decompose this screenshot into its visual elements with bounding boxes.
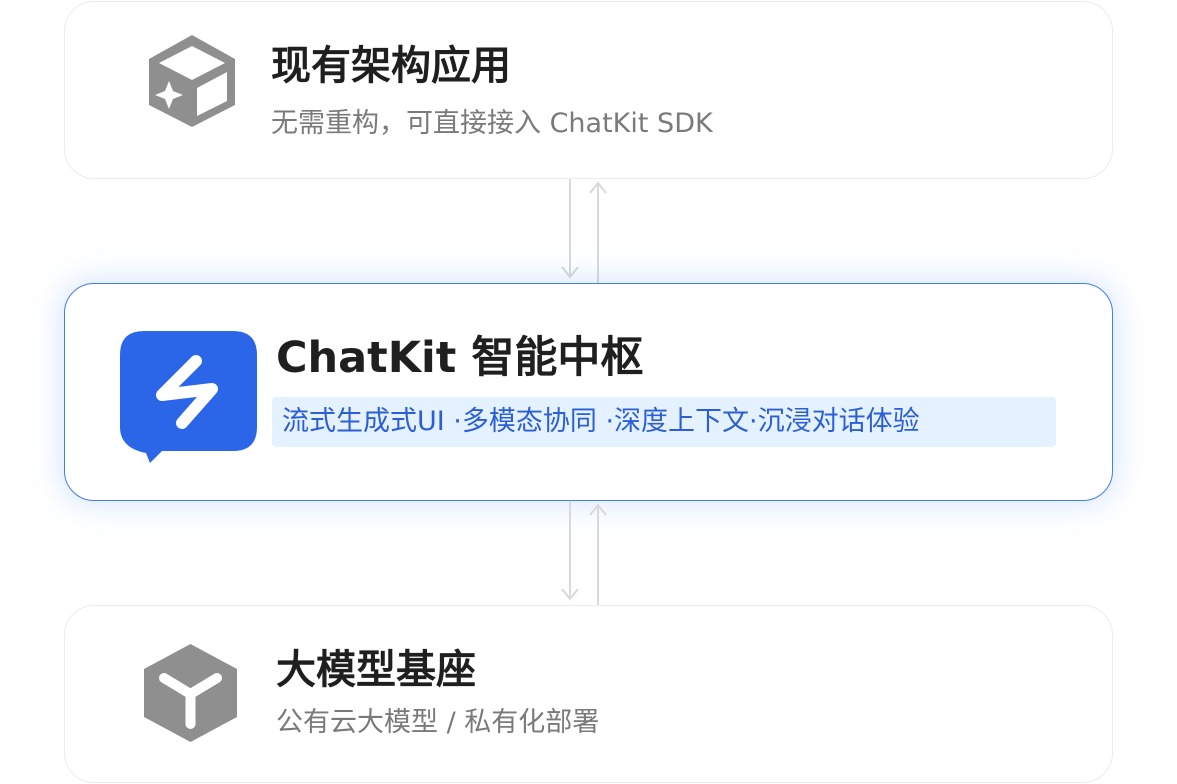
chatkit-hub-card: ChatKit 智能中枢 流式生成式UI ·多模态协同 ·深度上下文·沉浸对话体…	[64, 283, 1113, 501]
card-title: 现有架构应用	[271, 43, 511, 89]
card-title: ChatKit 智能中枢	[276, 333, 644, 383]
cube-y-icon	[144, 644, 237, 742]
chatkit-logo-icon	[120, 331, 257, 463]
bidirectional-arrows-icon	[561, 179, 607, 283]
feature-tagline-bar: 流式生成式UI ·多模态协同 ·深度上下文·沉浸对话体验	[272, 397, 1056, 447]
card-title: 大模型基座	[276, 647, 476, 693]
card-subtitle: 公有云大模型 / 私有化部署	[276, 707, 600, 738]
card-subtitle: 无需重构，可直接接入 ChatKit SDK	[271, 108, 713, 139]
cube-sparkle-icon	[149, 35, 235, 127]
feature-tagline: 流式生成式UI ·多模态协同 ·深度上下文·沉浸对话体验	[282, 406, 920, 437]
foundation-model-card: 大模型基座 公有云大模型 / 私有化部署	[64, 605, 1113, 783]
existing-apps-card: 现有架构应用 无需重构，可直接接入 ChatKit SDK	[64, 1, 1113, 179]
bidirectional-arrows-icon	[561, 501, 607, 605]
